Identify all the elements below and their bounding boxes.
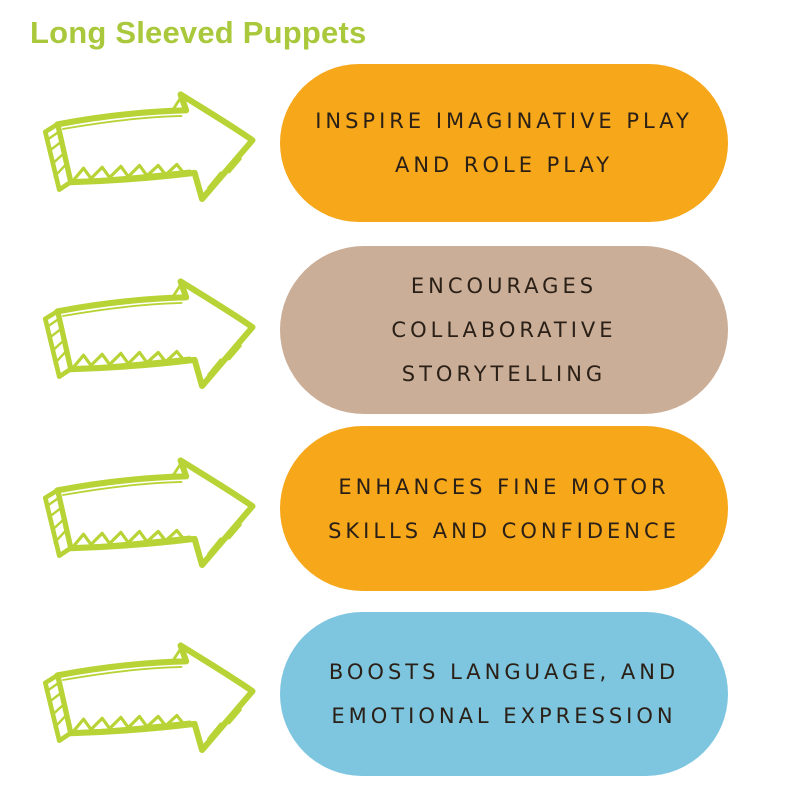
page-title: Long Sleeved Puppets (30, 15, 367, 50)
benefit-rows: INSPIRE IMAGINATIVE PLAY AND ROLE PLAY E… (0, 64, 800, 776)
benefit-pill: ENHANCES FINE MOTOR SKILLS AND CONFIDENC… (280, 426, 728, 591)
benefit-row: ENHANCES FINE MOTOR SKILLS AND CONFIDENC… (0, 426, 800, 591)
sketch-arrow-icon (28, 87, 280, 213)
benefit-pill: INSPIRE IMAGINATIVE PLAY AND ROLE PLAY (280, 64, 728, 222)
benefit-text: ENHANCES FINE MOTOR SKILLS AND CONFIDENC… (328, 474, 680, 543)
benefit-text: BOOSTS LANGUAGE, AND EMOTIONAL EXPRESSIO… (328, 660, 680, 728)
benefit-pill: BOOSTS LANGUAGE, AND EMOTIONAL EXPRESSIO… (280, 612, 728, 776)
sketch-arrow-icon (28, 453, 280, 579)
benefit-pill: ENCOURAGES COLLABORATIVE STORYTELLING (280, 246, 728, 414)
benefit-row: BOOSTS LANGUAGE, AND EMOTIONAL EXPRESSIO… (0, 612, 800, 776)
sketch-arrow-icon (28, 638, 280, 764)
sketch-arrow-icon (28, 274, 280, 400)
benefit-text: ENCOURAGES COLLABORATIVE STORYTELLING (391, 274, 617, 386)
benefit-row: INSPIRE IMAGINATIVE PLAY AND ROLE PLAY (0, 64, 800, 222)
benefit-row: ENCOURAGES COLLABORATIVE STORYTELLING (0, 246, 800, 414)
benefit-text: INSPIRE IMAGINATIVE PLAY AND ROLE PLAY (315, 109, 693, 177)
